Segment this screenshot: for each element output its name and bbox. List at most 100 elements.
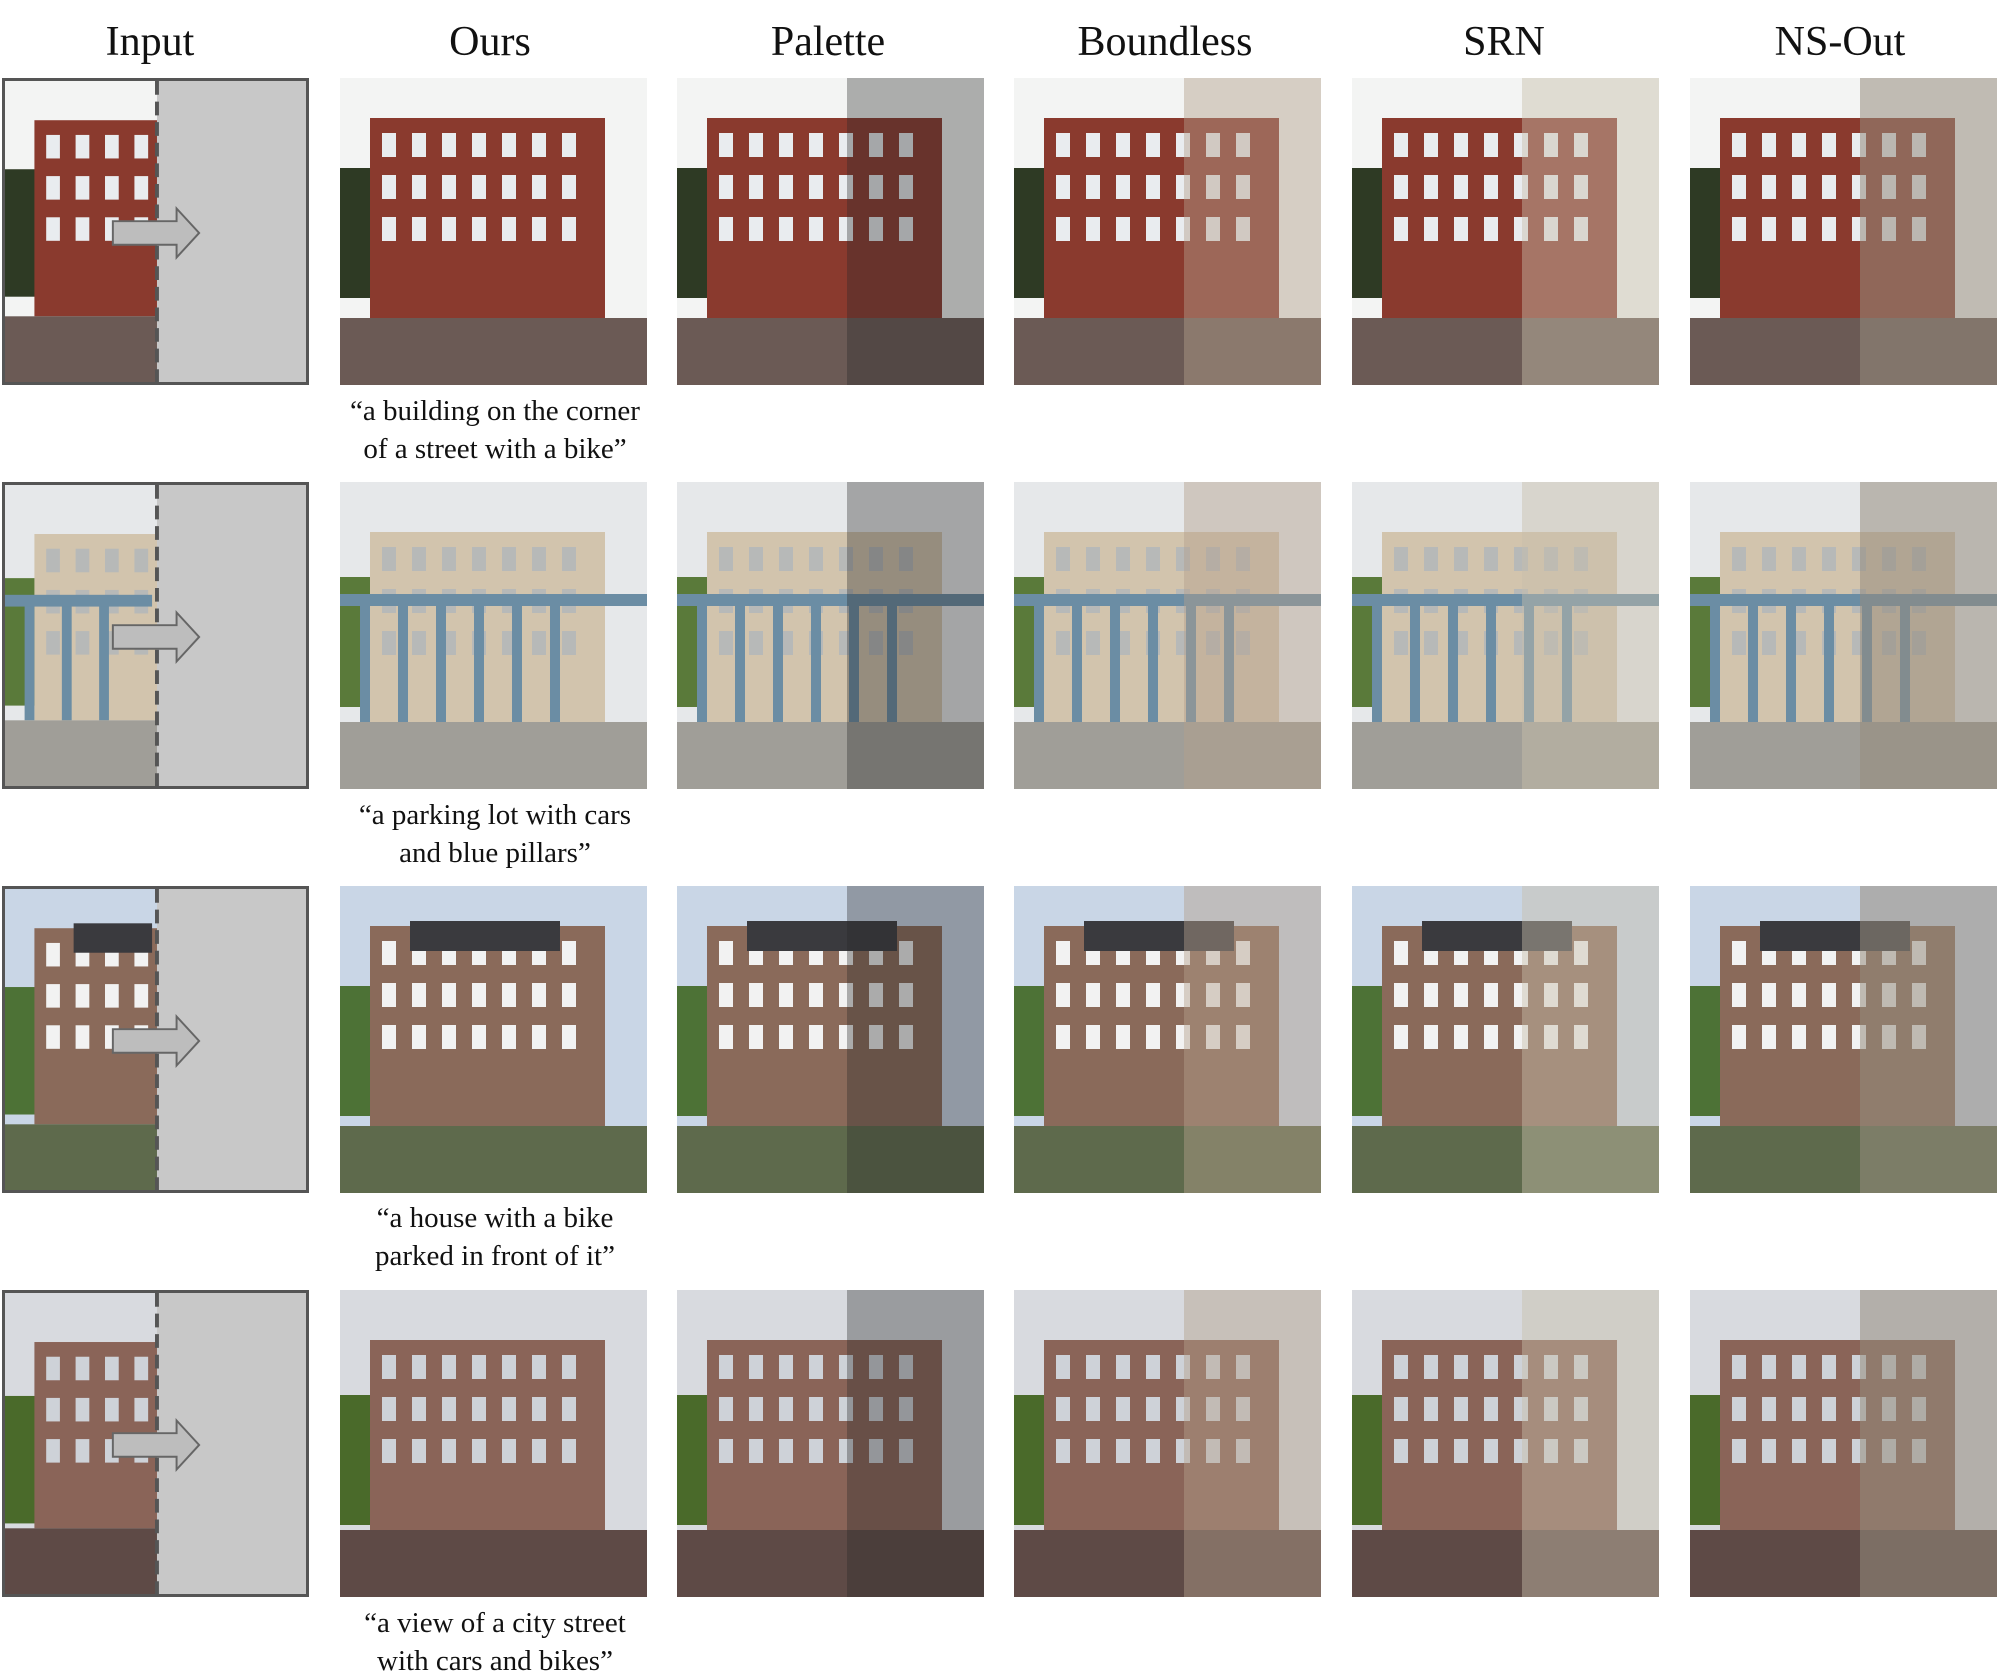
building-window: [1176, 133, 1190, 157]
building-window: [1762, 983, 1776, 1007]
image-canvas: [5, 1293, 306, 1594]
building-window: [1116, 217, 1130, 241]
building-window: [1822, 547, 1836, 571]
building-window: [899, 547, 913, 571]
ground: [1352, 722, 1659, 789]
building-window: [839, 1025, 853, 1049]
building-window: [1454, 983, 1468, 1007]
building-window: [1206, 983, 1220, 1007]
building-window: [1086, 983, 1100, 1007]
column-header-input: Input: [105, 19, 195, 65]
generated-region: [1860, 78, 1997, 385]
building-window: [1424, 1439, 1438, 1463]
canopy-beam: [340, 594, 647, 606]
building-window: [1086, 1025, 1100, 1049]
building-window: [1116, 133, 1130, 157]
ground: [1352, 1530, 1659, 1597]
outpaint-direction-arrow-icon: [111, 1417, 201, 1472]
building-window: [1732, 217, 1746, 241]
roof: [1084, 921, 1234, 951]
building-window: [1762, 1025, 1776, 1049]
building-window: [1544, 1439, 1558, 1463]
pillar: [849, 602, 859, 722]
building-window: [502, 547, 516, 571]
building-window: [1762, 1439, 1776, 1463]
ground: [677, 1126, 984, 1193]
building-window: [749, 217, 763, 241]
building-window: [75, 176, 90, 200]
building-window: [749, 1439, 763, 1463]
generated-region: [1522, 482, 1659, 789]
building-window: [1056, 1355, 1070, 1379]
ground: [1014, 1126, 1321, 1193]
building-window: [1086, 631, 1100, 655]
building-window: [1056, 631, 1070, 655]
building-window: [1514, 1355, 1528, 1379]
building-window: [1544, 133, 1558, 157]
building-window: [1056, 941, 1070, 965]
building-window: [1056, 1439, 1070, 1463]
building-window: [1822, 1025, 1836, 1049]
ground: [1014, 1530, 1321, 1597]
generated-region: [847, 1290, 984, 1597]
building-window: [562, 631, 576, 655]
building-window: [809, 175, 823, 199]
building-window: [1236, 1025, 1250, 1049]
column-header-ours: Ours: [449, 19, 531, 65]
building-window: [1206, 631, 1220, 655]
image-canvas: [677, 482, 984, 789]
building-window: [46, 1356, 60, 1381]
generated-region: [1184, 78, 1321, 385]
building-window: [1762, 133, 1776, 157]
pillar: [1034, 602, 1044, 722]
building-window: [1206, 1397, 1220, 1421]
building-window: [46, 1397, 60, 1422]
building-window: [1206, 1355, 1220, 1379]
building-window: [869, 983, 883, 1007]
building-window: [1454, 217, 1468, 241]
building-window: [472, 175, 486, 199]
building-window: [502, 1439, 516, 1463]
building-window: [1206, 1439, 1220, 1463]
pillar: [360, 602, 370, 722]
building-window: [779, 175, 793, 199]
building-window: [899, 941, 913, 965]
building-window: [1792, 217, 1806, 241]
building-window: [1116, 983, 1130, 1007]
image-row-2-palette: [677, 482, 984, 789]
image-row-1-input: [2, 78, 309, 385]
generated-region: [1522, 1290, 1659, 1597]
building-window: [1116, 547, 1130, 571]
caption-row-2-line-1: “a parking lot with cars: [358, 799, 632, 831]
building-window: [46, 942, 60, 967]
building-window: [1762, 1355, 1776, 1379]
pillar: [1072, 602, 1082, 722]
building-window: [1056, 1025, 1070, 1049]
building-window: [1762, 175, 1776, 199]
building-window: [1762, 547, 1776, 571]
building-window: [1176, 1439, 1190, 1463]
image-canvas: [1014, 482, 1321, 789]
building-window: [46, 631, 60, 655]
pillar: [887, 602, 897, 722]
caption-row-1-line-1: “a building on the corner: [350, 395, 640, 427]
caption-row-2: “a parking lot with cars and blue pillar…: [330, 796, 660, 872]
building-window: [1514, 133, 1528, 157]
building-window: [46, 134, 60, 159]
image-row-2-ours: [340, 482, 647, 789]
pillar: [550, 602, 560, 722]
image-row-2-ns-out: [1690, 482, 1997, 789]
building-window: [1732, 1439, 1746, 1463]
building-window: [1454, 175, 1468, 199]
building-window: [442, 983, 456, 1007]
building-window: [75, 134, 90, 159]
building-window: [899, 983, 913, 1007]
building-window: [1086, 133, 1100, 157]
building-window: [1086, 547, 1100, 571]
building-window: [1146, 1025, 1160, 1049]
caption-row-3: “a house with a bike parked in front of …: [330, 1199, 660, 1275]
pillar: [61, 602, 72, 721]
image-canvas: [5, 81, 306, 382]
building-window: [839, 175, 853, 199]
building-window: [1394, 1439, 1408, 1463]
